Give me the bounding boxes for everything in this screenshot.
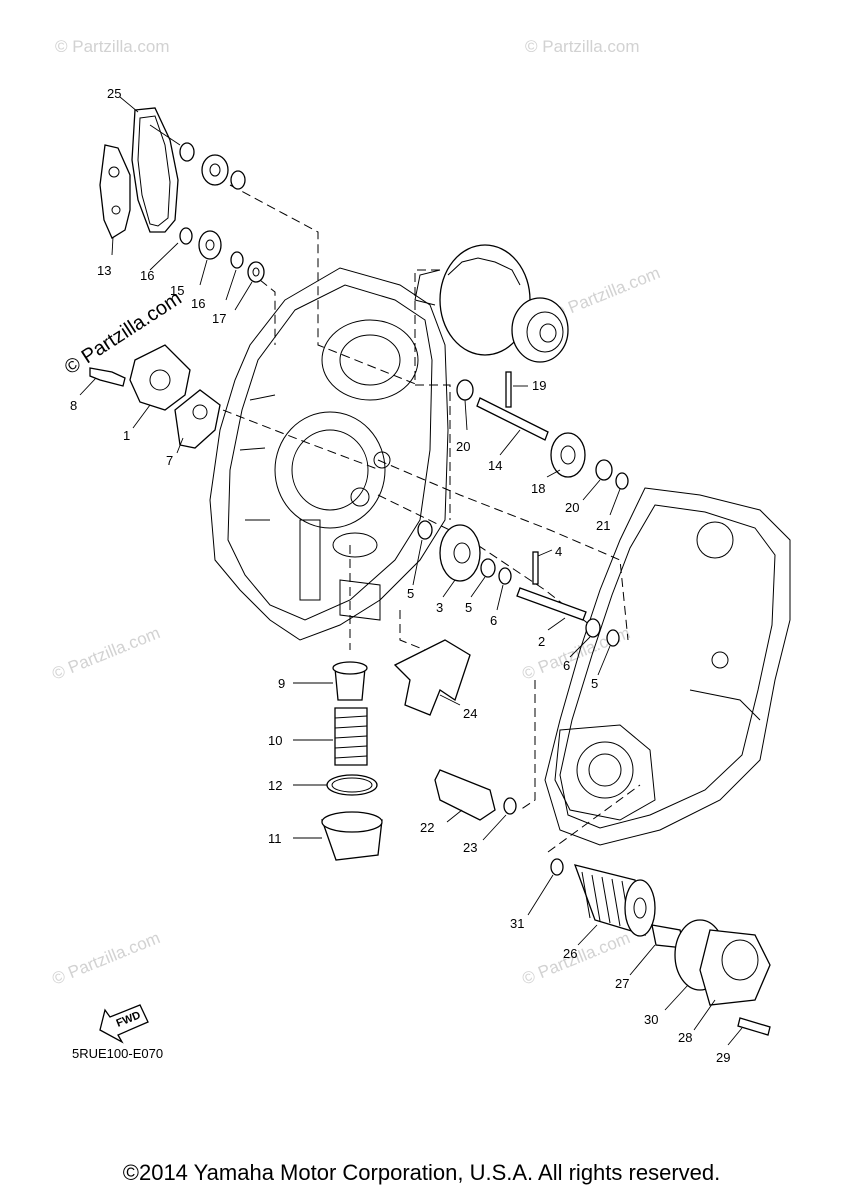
callout-8: 8	[70, 398, 77, 413]
callout-22: 22	[420, 820, 434, 835]
callout-9: 9	[278, 676, 285, 691]
watermark: © Partzilla.com	[549, 263, 662, 324]
callout-15: 15	[170, 283, 184, 298]
upper-small-parts	[179, 142, 265, 283]
callout-5: 5	[591, 676, 598, 691]
watermark: © Partzilla.com	[49, 623, 162, 684]
diagram-code: 5RUE100-E070	[72, 1046, 163, 1061]
callout-20: 20	[565, 500, 579, 515]
strainer-drain-parts	[321, 639, 517, 861]
callout-2: 2	[538, 634, 545, 649]
watermark: © Partzilla.com	[55, 37, 170, 56]
callout-18: 18	[531, 481, 545, 496]
callout-23: 23	[463, 840, 477, 855]
callout-10: 10	[268, 733, 282, 748]
callout-13: 13	[97, 263, 111, 278]
callout-5: 5	[465, 600, 472, 615]
callout-25: 25	[107, 86, 121, 101]
callout-31: 31	[510, 916, 524, 931]
callout-16: 16	[140, 268, 154, 283]
callout-3: 3	[436, 600, 443, 615]
crankshaft	[414, 244, 569, 363]
callout-29: 29	[716, 1050, 730, 1065]
callout-16: 16	[191, 296, 205, 311]
callout-11: 11	[268, 831, 282, 846]
callout-4: 4	[555, 544, 562, 559]
callout-5: 5	[407, 586, 414, 601]
left-crankcase	[209, 267, 449, 641]
callout-1: 1	[123, 428, 130, 443]
leader-lines	[79, 96, 743, 1046]
callout-6: 6	[490, 613, 497, 628]
oil-filter-parts	[550, 858, 771, 1036]
callout-17: 17	[212, 311, 226, 326]
cam-chain	[131, 107, 179, 233]
callout-14: 14	[488, 458, 502, 473]
callout-30: 30	[644, 1012, 658, 1027]
callout-21: 21	[596, 518, 610, 533]
right-crankcase	[544, 487, 791, 846]
watermark: © Partzilla.com	[49, 928, 162, 989]
callout-27: 27	[615, 976, 629, 991]
callout-26: 26	[563, 946, 577, 961]
fwd-arrow-icon: FWD	[99, 1004, 149, 1044]
callout-12: 12	[268, 778, 282, 793]
shafts-and-gears	[417, 371, 629, 647]
chain-guide	[99, 144, 131, 239]
callout-6: 6	[563, 658, 570, 673]
watermark: © Partzilla.com	[525, 37, 640, 56]
callout-7: 7	[166, 453, 173, 468]
oil-pump	[89, 344, 221, 449]
callout-24: 24	[463, 706, 477, 721]
alignment-lines	[209, 184, 641, 853]
callout-20: 20	[456, 439, 470, 454]
copyright-notice: ©2014 Yamaha Motor Corporation, U.S.A. A…	[122, 1160, 721, 1185]
callout-19: 19	[532, 378, 546, 393]
callouts: 25 13 16 15 16 17 8 1 7 19 20 14 18 20 2…	[70, 86, 730, 1065]
callout-28: 28	[678, 1030, 692, 1045]
